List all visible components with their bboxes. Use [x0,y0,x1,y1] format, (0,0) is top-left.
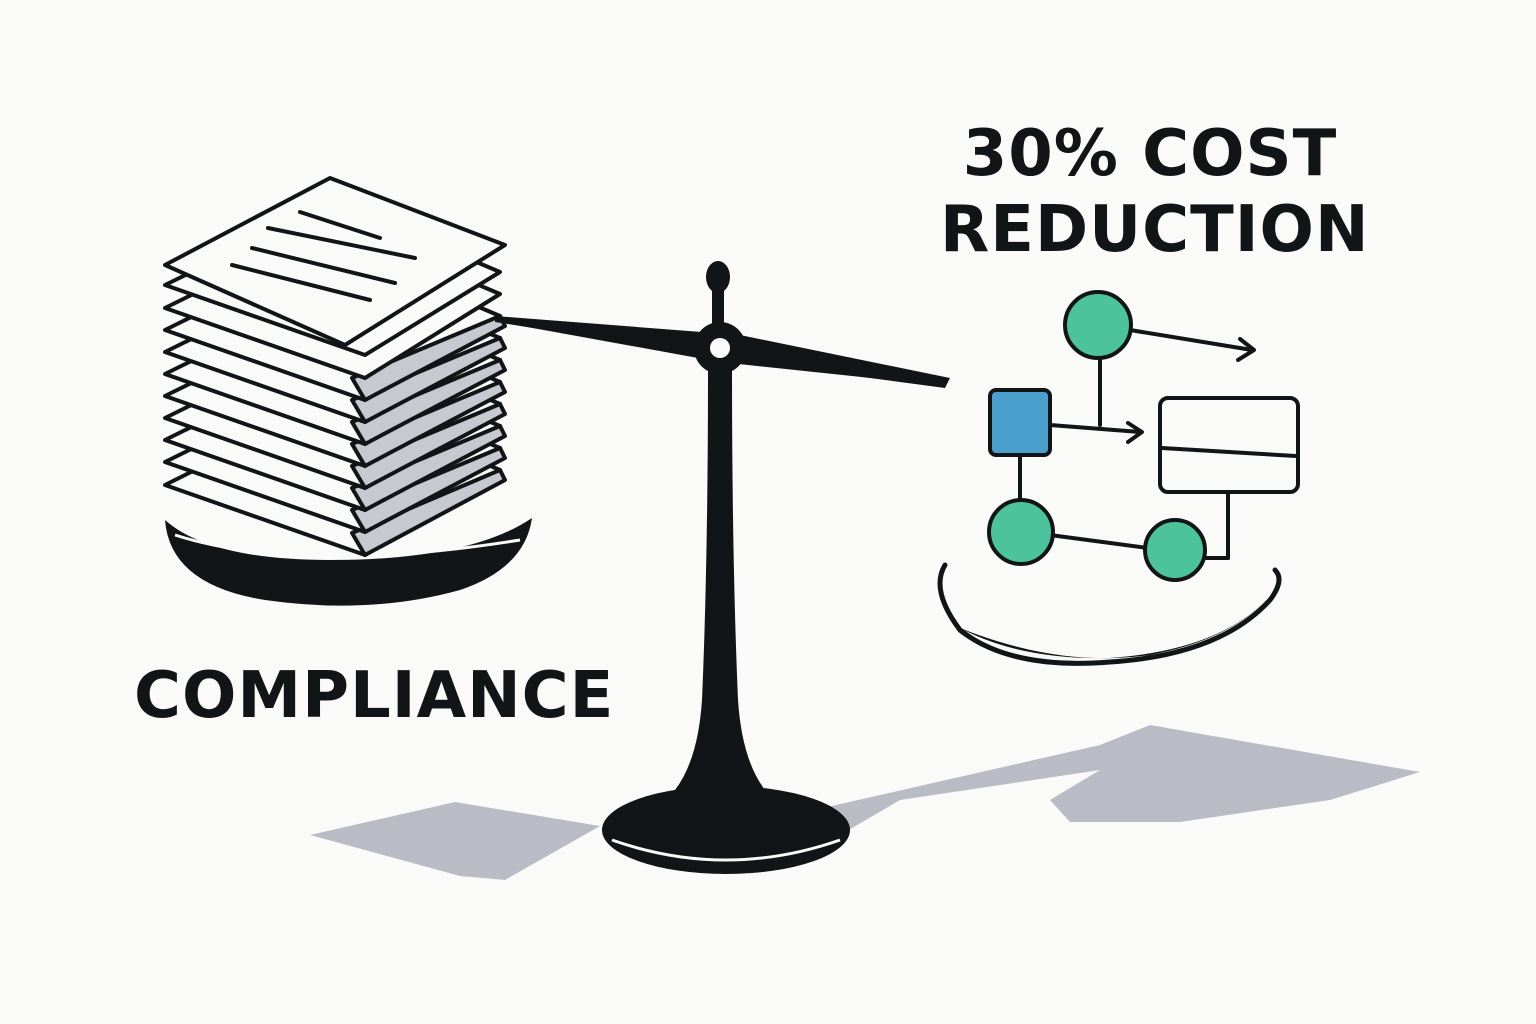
ground-shadow [310,725,1420,880]
cost-reduction-line2: REDUCTION [940,193,1370,267]
cost-reduction-line1: 30% COST [962,117,1338,191]
workflow-diagram-icon [987,290,1300,582]
scale-base [602,776,850,874]
document-stack-icon [163,176,507,557]
scale-pillar [675,370,765,790]
cost-reduction-label: 30% COST REDUCTION [940,116,1370,268]
left-pan [165,518,532,606]
right-pan [937,562,1282,666]
compliance-label: COMPLIANCE [134,659,615,733]
scale-finial [694,261,746,374]
